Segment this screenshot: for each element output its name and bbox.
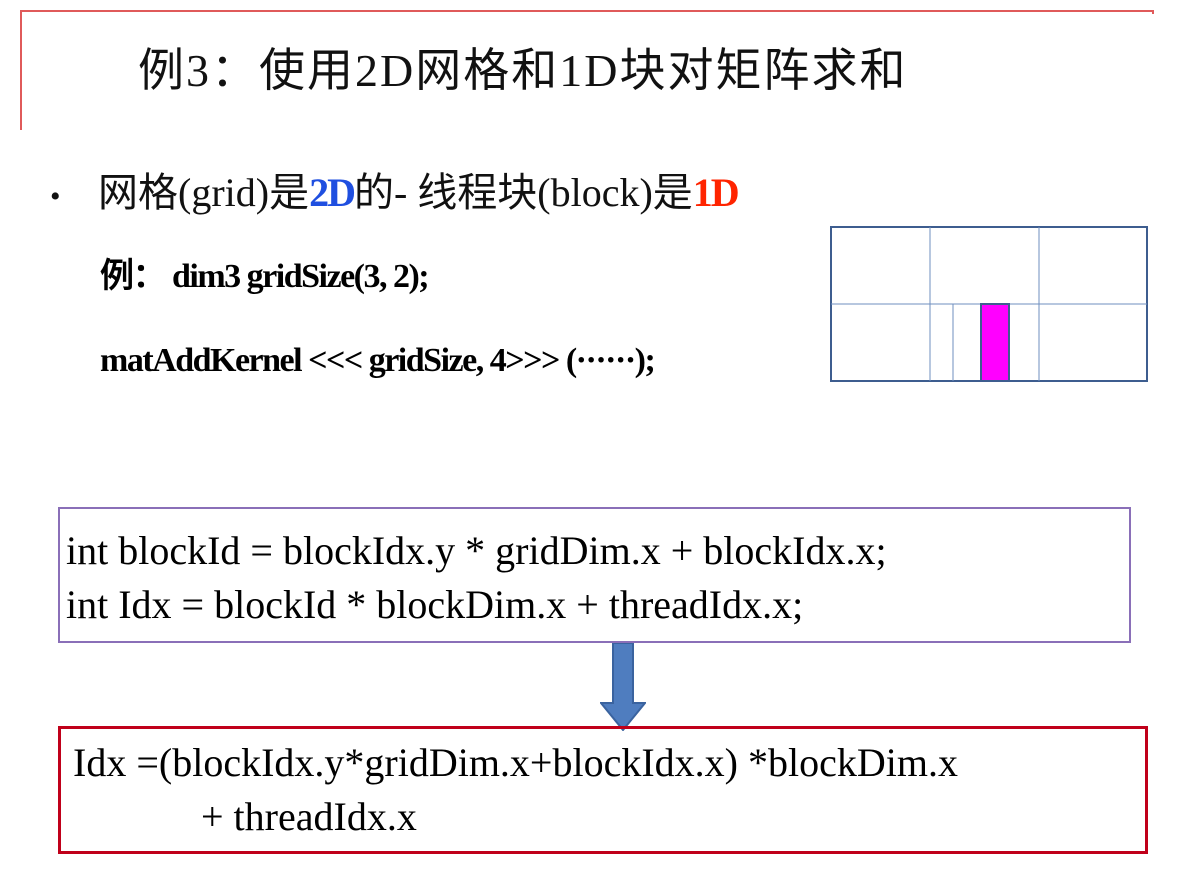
code-line-2: int Idx = blockId * blockDim.x + threadI… bbox=[66, 582, 804, 627]
kernel-launch: matAddKernel <<< gridSize, 4>>> (······)… bbox=[100, 342, 656, 379]
example-decl: dim3 gridSize(3, 2); bbox=[172, 258, 430, 295]
bullet-prefix: 网格(grid)是 bbox=[98, 170, 310, 215]
example-label: 例： bbox=[100, 258, 167, 295]
grid-diagram bbox=[830, 226, 1148, 382]
block-dim-label: 1D bbox=[692, 170, 740, 215]
result-line-2: + threadIdx.x bbox=[201, 794, 417, 839]
grid-dim-label: 2D bbox=[309, 170, 356, 215]
result-line-1: Idx =(blockIdx.y*gridDim.x+blockIdx.x) *… bbox=[73, 740, 958, 785]
highlighted-thread bbox=[980, 303, 1010, 382]
example-declaration: 例： dim3 gridSize(3, 2); bbox=[100, 248, 430, 297]
code-line-1: int blockId = blockIdx.y * gridDim.x + b… bbox=[66, 528, 887, 573]
bullet-middle: 的- 线程块(block)是 bbox=[353, 170, 693, 215]
bullet-icon: • bbox=[50, 179, 61, 213]
title-frame bbox=[20, 10, 1154, 130]
page-title: 例3：使用2D网格和1D块对矩阵求和 bbox=[138, 45, 908, 96]
down-arrow-icon bbox=[600, 643, 646, 731]
bullet-point: • 网格(grid)是2D的- 线程块(block)是1D bbox=[50, 160, 740, 218]
result-box: Idx =(blockIdx.y*gridDim.x+blockIdx.x) *… bbox=[58, 726, 1148, 854]
code-box: int blockId = blockIdx.y * gridDim.x + b… bbox=[58, 507, 1131, 643]
